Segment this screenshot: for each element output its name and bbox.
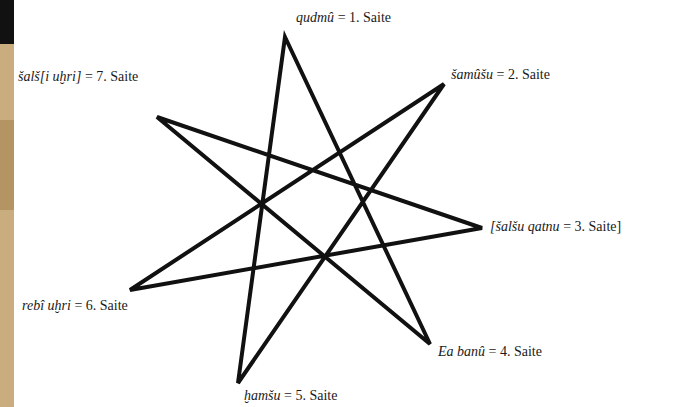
string-label: qudmû = 1. Saite [296,10,391,26]
string-label: [šalšu qatnu = 3. Saite] [490,219,621,235]
string-label: šamûšu = 2. Saite [451,67,550,83]
heptagram-star [130,37,482,383]
string-label: šalš[i uḫri] = 7. Saite [18,69,138,85]
string-label: ḫamšu = 5. Saite [244,388,337,404]
photo-strip-dark [0,0,14,44]
photo-strip-shade [0,120,14,210]
string-label: rebî uḫri = 6. Saite [22,298,128,314]
photo-strip [0,44,14,407]
string-label: Ea banû = 4. Saite [438,344,542,360]
